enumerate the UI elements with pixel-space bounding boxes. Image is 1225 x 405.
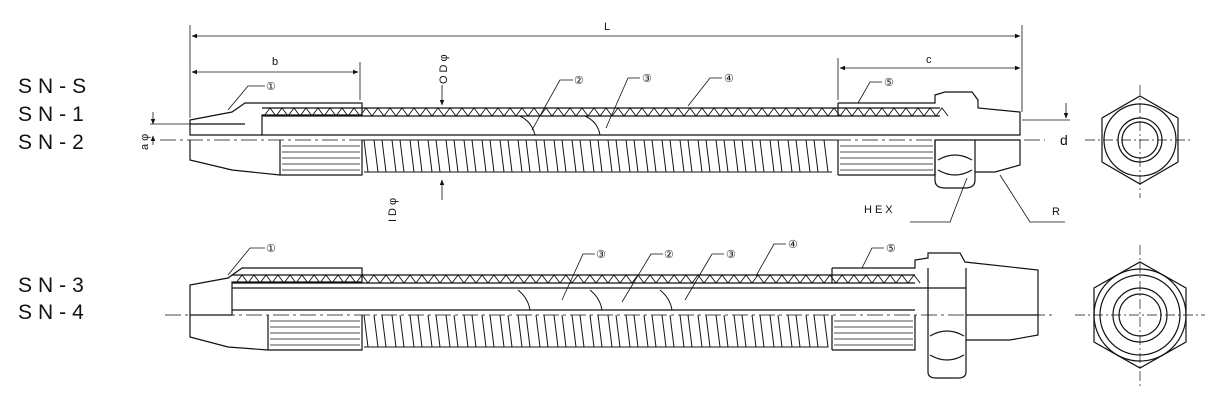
- corrugation-rib: [777, 139, 793, 173]
- braid-top: [262, 107, 965, 136]
- corrugation-rib: [777, 314, 793, 348]
- braid-bottom: [232, 274, 921, 311]
- corrugation-rib: [633, 139, 649, 173]
- dim-label-d: d: [1060, 132, 1071, 148]
- corrugation-rib: [417, 139, 433, 173]
- model-label-sn-4: SN-4: [18, 301, 90, 324]
- callouts-bottom: [227, 243, 884, 303]
- corrugation-rib: [579, 314, 595, 348]
- corrugation-rib: [363, 139, 379, 173]
- corrugation-rib: [669, 139, 685, 173]
- corrugation-top: [363, 139, 832, 173]
- dimension-labels-top: L b c ODφ IDφ aφ d HEX R: [139, 21, 1071, 222]
- dim-label-hex: HEX: [864, 204, 896, 216]
- corrugation-rib: [435, 139, 451, 173]
- callout-4-bottom: ④: [788, 239, 798, 251]
- left-fitting-top: [189, 102, 363, 176]
- corrugation-rib: [705, 314, 721, 348]
- corrugation-rib: [651, 139, 667, 173]
- callout-4-top: ④: [724, 73, 734, 85]
- corrugation-rib: [561, 139, 577, 173]
- dimensions-top: [150, 25, 1070, 223]
- corrugation-bottom: [363, 314, 829, 348]
- corrugation-rib: [759, 314, 775, 348]
- corrugation-rib: [525, 139, 541, 173]
- corrugation-rib: [795, 139, 811, 173]
- corrugation-rib: [579, 139, 595, 173]
- corrugation-rib: [759, 139, 775, 173]
- model-label-sn-2: SN-2: [18, 131, 90, 154]
- right-fitting-bottom: [831, 252, 1039, 379]
- callout-3a-bottom: ③: [596, 249, 606, 261]
- right-fitting-top: [837, 91, 1021, 189]
- model-label-sn-s: SN-S: [18, 75, 92, 98]
- corrugation-rib: [615, 139, 631, 173]
- corrugation-rib: [687, 139, 703, 173]
- corrugation-rib: [615, 314, 631, 348]
- model-label-sn-3: SN-3: [18, 274, 90, 297]
- corrugation-rib: [705, 139, 721, 173]
- corrugation-rib: [813, 139, 829, 173]
- dim-label-L: L: [604, 21, 613, 33]
- corrugation-rib: [363, 314, 379, 348]
- corrugation-rib: [399, 139, 415, 173]
- corrugation-rib: [543, 314, 559, 348]
- dim-label-c: c: [926, 54, 935, 66]
- callout-labels-top: ① ② ③ ④ ⑤: [266, 73, 894, 93]
- hex-end-view-bottom: [1075, 245, 1205, 388]
- corrugation-rib: [471, 314, 487, 348]
- corrugation-rib: [741, 314, 757, 348]
- corrugation-rib: [723, 314, 739, 348]
- model-labels-group1: SN-S SN-1 SN-2: [18, 75, 92, 154]
- corrugation-rib: [669, 314, 685, 348]
- callout-2-top: ②: [574, 75, 584, 87]
- callout-5-bottom: ⑤: [886, 243, 896, 255]
- corrugation-rib: [381, 139, 397, 173]
- dim-label-id: IDφ: [387, 195, 399, 222]
- corrugation-rib: [651, 314, 667, 348]
- callout-3b-bottom: ③: [726, 249, 736, 261]
- corrugation-rib: [489, 139, 505, 173]
- callout-3-top: ③: [642, 73, 652, 85]
- corrugation-rib: [399, 314, 415, 348]
- corrugation-rib: [507, 314, 523, 348]
- corrugation-rib: [813, 314, 829, 348]
- corrugation-rib: [795, 314, 811, 348]
- corrugation-rib: [597, 139, 613, 173]
- left-fitting-bottom: [189, 267, 363, 351]
- hex-end-view-top: [1085, 85, 1190, 198]
- corrugation-rib: [435, 314, 451, 348]
- corrugation-rib: [687, 314, 703, 348]
- hose-assembly-bottom: [165, 252, 1055, 379]
- dim-label-od: ODφ: [438, 51, 450, 84]
- corrugation-rib: [381, 314, 397, 348]
- dim-label-r: R: [1052, 206, 1063, 218]
- corrugation-rib: [633, 314, 649, 348]
- dim-label-b: b: [272, 56, 281, 68]
- corrugation-rib: [417, 314, 433, 348]
- corrugation-rib: [543, 139, 559, 173]
- corrugation-rib: [723, 139, 739, 173]
- dim-label-a: aφ: [139, 131, 151, 150]
- callout-2-bottom: ②: [664, 249, 674, 261]
- corrugation-rib: [507, 139, 523, 173]
- model-labels-group2: SN-3 SN-4: [18, 274, 90, 324]
- callout-1-bottom: ①: [266, 243, 276, 255]
- corrugation-rib: [471, 139, 487, 173]
- corrugation-rib: [525, 314, 541, 348]
- corrugation-rib: [489, 314, 505, 348]
- callout-5-top: ⑤: [884, 77, 894, 89]
- hose-assembly-top: [160, 91, 1045, 189]
- corrugation-rib: [561, 314, 577, 348]
- callout-labels-bottom: ① ③ ② ③ ④ ⑤: [266, 239, 896, 261]
- corrugation-rib: [741, 139, 757, 173]
- corrugation-rib: [453, 314, 469, 348]
- callout-1-top: ①: [266, 81, 276, 93]
- model-label-sn-1: SN-1: [18, 103, 90, 126]
- callouts-top: [227, 77, 882, 131]
- corrugation-rib: [597, 314, 613, 348]
- corrugation-rib: [453, 139, 469, 173]
